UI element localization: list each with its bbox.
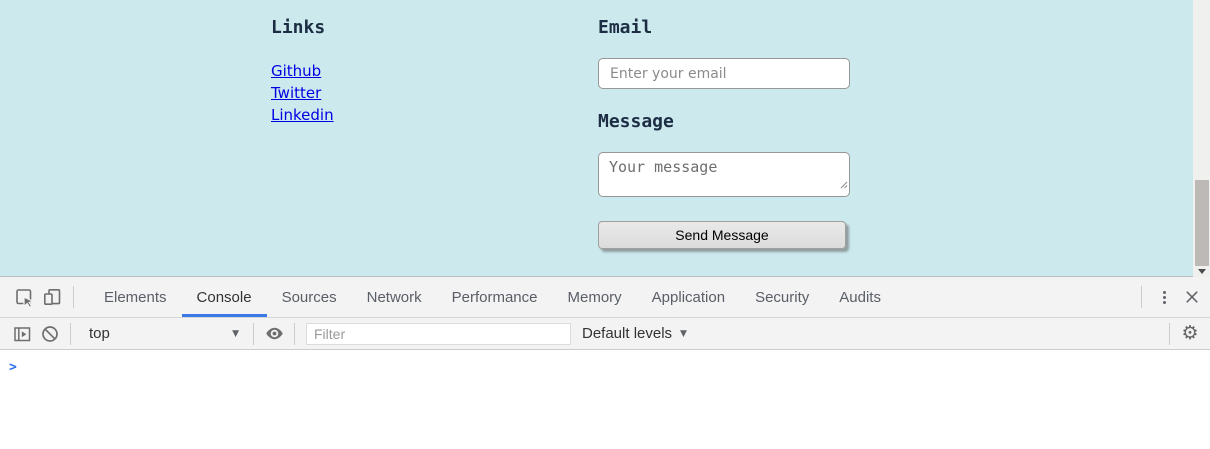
console-filter-input[interactable]: [306, 322, 571, 345]
toolbar-separator: [70, 322, 71, 345]
scrollbar-thumb[interactable]: [1195, 180, 1209, 266]
contact-form: Email Message Send Message: [598, 17, 850, 249]
console-settings-button[interactable]: ⚙: [1176, 320, 1204, 348]
tab-memory[interactable]: Memory: [567, 288, 622, 306]
link-linkedin[interactable]: Linkedin: [271, 106, 334, 124]
live-expression-button[interactable]: [260, 320, 288, 348]
gear-icon: ⚙: [1181, 322, 1199, 344]
tab-audits[interactable]: Audits: [839, 288, 881, 306]
chevron-down-icon: ▼: [232, 328, 239, 339]
tab-sources[interactable]: Sources: [281, 288, 337, 306]
console-prompt-row[interactable]: >: [0, 350, 1210, 376]
message-textarea[interactable]: [598, 152, 850, 197]
scrollbar-down-button[interactable]: [1193, 265, 1210, 277]
tab-application[interactable]: Application: [651, 288, 726, 306]
devtools-tabs: Elements Console Sources Network Perform…: [89, 277, 896, 317]
device-toolbar-button[interactable]: [38, 283, 66, 311]
tab-console[interactable]: Console: [181, 277, 267, 317]
tab-security[interactable]: Security: [755, 288, 810, 306]
link-github[interactable]: Github: [271, 62, 322, 80]
context-selected-label: top: [89, 325, 110, 342]
kebab-menu-icon: [1162, 290, 1166, 304]
close-icon: [1186, 291, 1198, 303]
toolbar-separator: [73, 286, 74, 308]
inspect-element-button[interactable]: [10, 283, 38, 311]
link-twitter[interactable]: Twitter: [271, 84, 322, 102]
inspect-element-icon: [15, 288, 35, 308]
tab-network[interactable]: Network: [366, 288, 422, 306]
console-sidebar-toggle-button[interactable]: [8, 320, 36, 348]
console-sidebar-icon: [14, 326, 31, 341]
tab-elements[interactable]: Elements: [104, 288, 167, 306]
links-section: Links Github Twitter Linkedin: [271, 17, 334, 126]
tab-performance[interactable]: Performance: [451, 288, 538, 306]
webpage-viewport: Links Github Twitter Linkedin Email Mess…: [0, 0, 1210, 277]
toolbar-separator: [294, 322, 295, 345]
console-pane[interactable]: >: [0, 350, 1210, 446]
device-toolbar-icon: [43, 288, 61, 305]
clear-console-button[interactable]: [36, 320, 64, 348]
send-message-button[interactable]: Send Message: [598, 221, 846, 249]
devtools-close-button[interactable]: [1178, 283, 1206, 311]
links-heading: Links: [271, 17, 326, 38]
scroll-down-arrow-icon: [1197, 268, 1206, 274]
clear-console-icon: [42, 325, 58, 342]
tabbar-right-controls: [1133, 283, 1210, 311]
eye-icon: [265, 327, 283, 340]
chevron-down-icon: ▼: [680, 328, 687, 339]
email-input[interactable]: [598, 58, 850, 89]
resize-handle-icon[interactable]: [838, 176, 848, 194]
message-heading: Message: [598, 111, 674, 132]
javascript-context-selector[interactable]: top ▼: [77, 325, 247, 342]
toolbar-separator: [1141, 286, 1142, 308]
links-list: Github Twitter Linkedin: [271, 60, 334, 126]
devtools-panel: Elements Console Sources Network Perform…: [0, 277, 1210, 446]
console-prompt-chevron: >: [9, 360, 17, 375]
page-scrollbar[interactable]: [1193, 0, 1210, 277]
console-toolbar: top ▼ Default levels ▼ ⚙: [0, 318, 1210, 350]
devtools-tabbar: Elements Console Sources Network Perform…: [0, 277, 1210, 318]
log-levels-label: Default levels: [582, 325, 673, 342]
log-levels-selector[interactable]: Default levels ▼: [582, 325, 687, 342]
toolbar-separator: [1169, 322, 1170, 345]
email-heading: Email: [598, 17, 653, 38]
toolbar-separator: [253, 322, 254, 345]
message-textarea-wrap: [598, 152, 850, 197]
devtools-menu-button[interactable]: [1150, 283, 1178, 311]
